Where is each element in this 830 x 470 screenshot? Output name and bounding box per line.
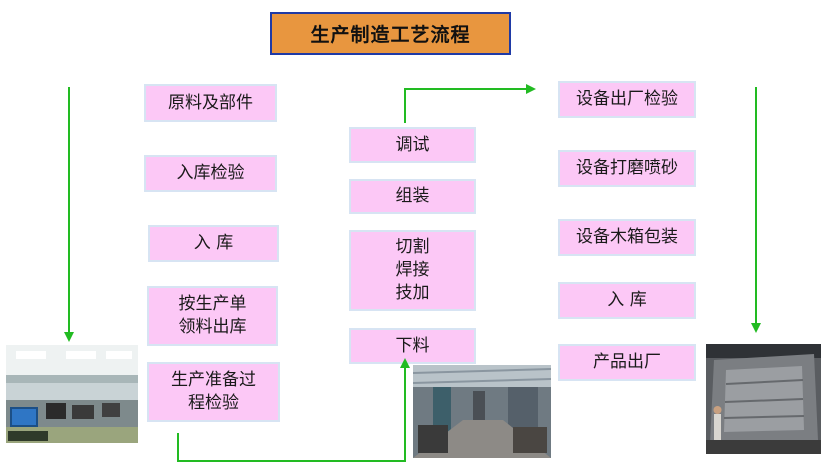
step-material-issue: 按生产单 领料出库 (147, 286, 278, 346)
step-assembly: 组装 (349, 179, 476, 214)
arrow-top-connector (404, 84, 536, 123)
step-wood-crate-packing: 设备木箱包装 (558, 219, 696, 256)
step-cut-weld-machine: 切割 焊接 技加 (349, 230, 476, 311)
step-blanking: 下料 (349, 328, 476, 364)
step-warehousing-final: 入 库 (558, 282, 696, 319)
step-incoming-inspection: 入库检验 (144, 155, 277, 192)
step-raw-materials: 原料及部件 (144, 84, 277, 122)
arrow-bottom-connector (177, 358, 410, 462)
step-sandblasting: 设备打磨喷砂 (558, 150, 696, 187)
office-photo (6, 345, 138, 443)
equipment-photo (706, 344, 821, 454)
step-debugging: 调试 (349, 127, 476, 163)
step-product-shipping: 产品出厂 (558, 344, 696, 381)
step-warehousing: 入 库 (148, 225, 279, 262)
workshop-photo (413, 365, 551, 458)
step-factory-inspection: 设备出厂检验 (558, 81, 696, 118)
page-title: 生产制造工艺流程 (270, 12, 511, 55)
step-process-inspection: 生产准备过 程检验 (147, 362, 280, 422)
